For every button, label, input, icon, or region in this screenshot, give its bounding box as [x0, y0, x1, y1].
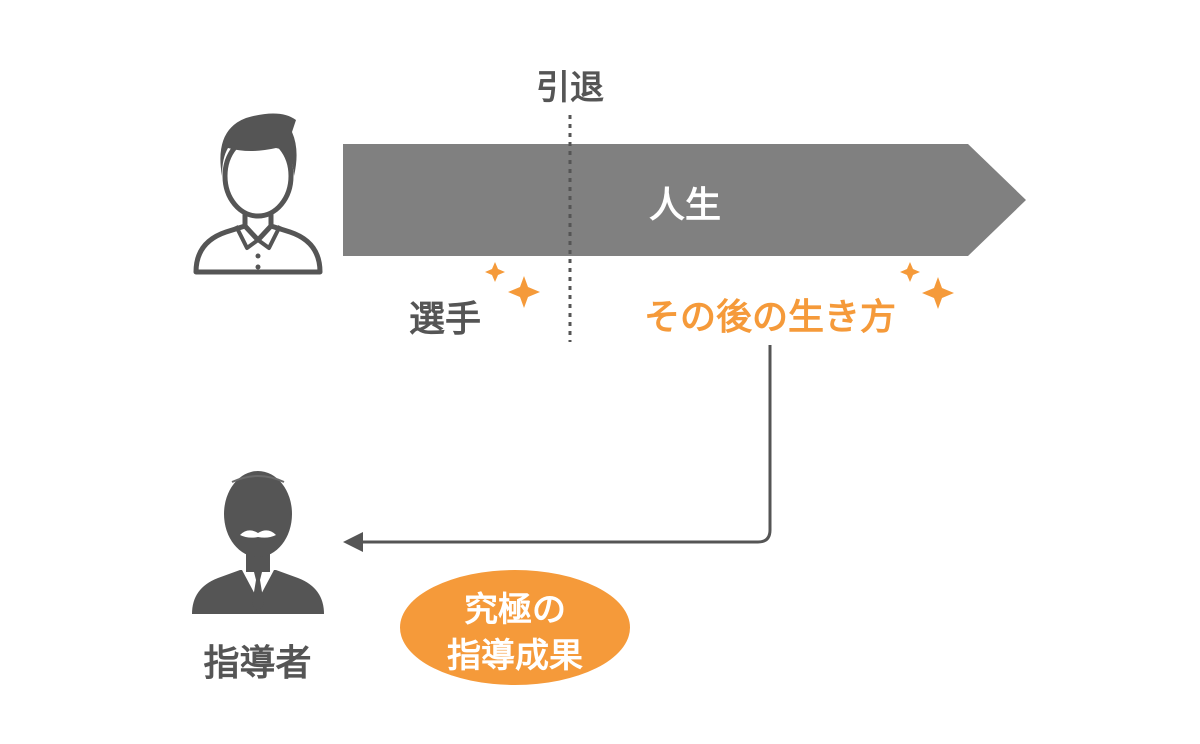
- leader-person-icon: [192, 471, 324, 614]
- result-line: 究極の: [464, 590, 566, 630]
- life-arrow: [343, 144, 1026, 256]
- connector-arrowhead: [343, 532, 363, 552]
- life-label: 人生: [648, 185, 721, 226]
- sparkle-icon: [900, 262, 954, 309]
- result-line: 指導成果: [447, 636, 583, 676]
- leader-label: 指導者: [203, 643, 312, 684]
- after-career-label: その後の生き方: [643, 297, 896, 338]
- player-person-icon: [193, 113, 323, 275]
- player-label: 選手: [408, 299, 481, 340]
- connector-line: [362, 345, 772, 544]
- retirement-label: 引退: [536, 68, 604, 108]
- sparkle-icon: [485, 262, 540, 308]
- ultimate-result-badge: 究極の 指導成果: [400, 570, 630, 685]
